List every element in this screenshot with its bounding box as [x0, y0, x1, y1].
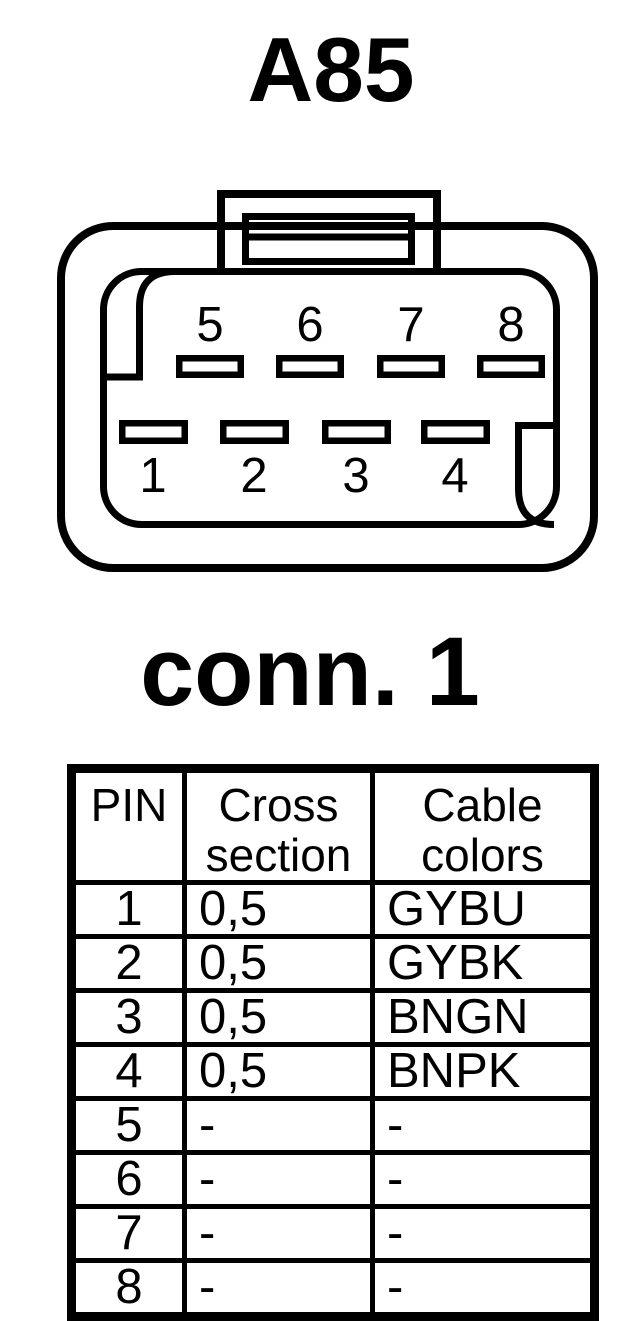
pin-number-cell: 2 [69, 934, 187, 993]
pin-slot-7 [377, 355, 445, 378]
cable-colors-cell: BNPK [370, 1042, 597, 1101]
col-header-pin-line1: PIN [90, 779, 168, 831]
pin-slot-6 [276, 355, 344, 378]
pin-label-3: 3 [342, 449, 369, 503]
pin-row-1: 1 0,5 GYBU [69, 880, 597, 939]
pin-label-4: 4 [441, 449, 468, 503]
cable-colors-cell: - [370, 1258, 597, 1319]
pin-slot-4 [421, 420, 490, 444]
pin-slot-8 [477, 355, 545, 378]
pin-number-cell: 6 [69, 1150, 187, 1209]
cross-section-cell: 0,5 [182, 988, 375, 1047]
pin-table-header-row: PIN Cross section Cable colors [69, 766, 597, 885]
pin-slot-5 [176, 355, 244, 378]
connector-housing-outline [57, 222, 598, 572]
col-header-cross-section-line2: section [205, 829, 352, 881]
latch-outer-outline [217, 190, 441, 272]
pin-row-6: 6 - - [69, 1150, 597, 1209]
pin-row-2: 2 0,5 GYBK [69, 934, 597, 993]
col-header-pin: PIN [69, 766, 187, 885]
col-header-cross-section: Cross section [182, 766, 375, 885]
pin-number-cell: 3 [69, 988, 187, 1047]
pin-row-3: 3 0,5 BNGN [69, 988, 597, 1047]
cable-colors-cell: GYBU [370, 880, 597, 939]
cable-colors-cell: - [370, 1150, 597, 1209]
col-header-cable-colors-line2: colors [421, 829, 544, 881]
pin-number-cell: 4 [69, 1042, 187, 1101]
connector-label: conn. 1 [140, 617, 480, 726]
pin-label-7: 7 [397, 298, 424, 352]
cable-colors-cell: - [370, 1096, 597, 1155]
cross-section-cell: 0,5 [182, 934, 375, 993]
pin-label-1: 1 [139, 449, 166, 503]
cross-section-cell: - [182, 1096, 375, 1155]
pin-slot-2 [220, 420, 289, 444]
page-title: A85 [247, 20, 415, 121]
pin-label-5: 5 [196, 298, 223, 352]
pin-number-cell: 5 [69, 1096, 187, 1155]
pin-label-2: 2 [240, 449, 267, 503]
cable-colors-cell: - [370, 1204, 597, 1263]
connector-face-outline [100, 268, 560, 528]
cross-section-cell: - [182, 1204, 375, 1263]
cable-colors-cell: GYBK [370, 934, 597, 993]
col-header-cross-section-line1: Cross [218, 779, 339, 831]
pin-number-cell: 1 [69, 880, 187, 939]
pin-row-8: 8 - - [69, 1258, 597, 1319]
pin-number-cell: 8 [69, 1258, 187, 1319]
cross-section-cell: - [182, 1150, 375, 1209]
col-header-cable-colors: Cable colors [370, 766, 597, 885]
pin-label-6: 6 [296, 298, 323, 352]
cross-section-cell: 0,5 [182, 880, 375, 939]
pin-table: PIN Cross section Cable colors 1 0,5 GYB… [67, 764, 599, 1321]
pin-row-7: 7 - - [69, 1204, 597, 1263]
pin-label-8: 8 [497, 298, 524, 352]
cross-section-cell: - [182, 1258, 375, 1319]
pin-row-4: 4 0,5 BNPK [69, 1042, 597, 1101]
pin-slot-3 [322, 420, 391, 444]
cable-colors-cell: BNGN [370, 988, 597, 1047]
pin-row-5: 5 - - [69, 1096, 597, 1155]
keying-notch-bottom-right [515, 422, 557, 528]
pin-number-cell: 7 [69, 1204, 187, 1263]
cross-section-cell: 0,5 [182, 1042, 375, 1101]
keying-step-top-left [102, 268, 176, 381]
col-header-cable-colors-line1: Cable [422, 779, 543, 831]
pin-slot-1 [119, 420, 188, 444]
connector-face-diagram: 5 6 7 8 1 2 3 4 [57, 190, 598, 572]
